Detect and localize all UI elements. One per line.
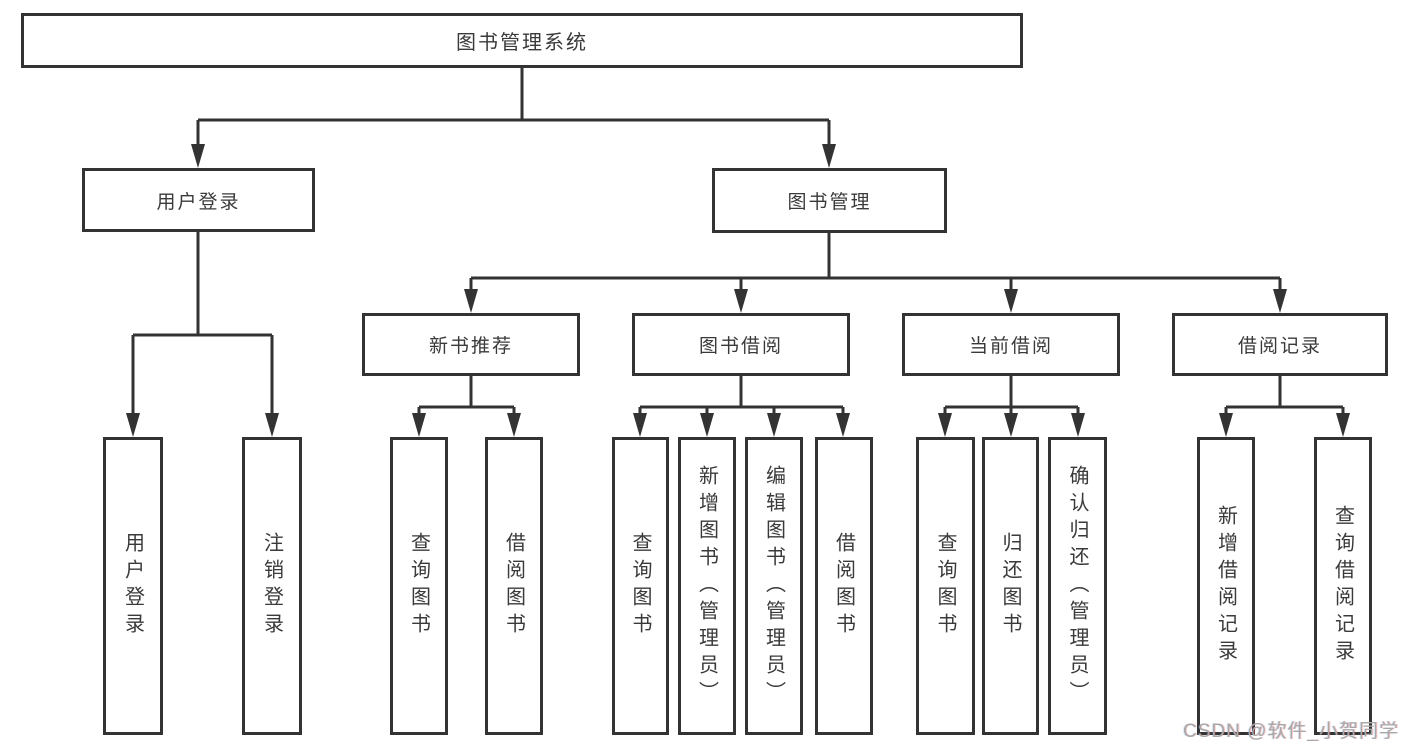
leaf-add-books-admin: 新增图书（管理员）	[678, 437, 736, 735]
leaf-query-books-current: 查询图书	[916, 437, 975, 735]
leaf-user-login: 用户登录	[103, 437, 163, 735]
leaf-borrow-books-recommend: 借阅图书	[485, 437, 543, 735]
arrowheads	[126, 144, 1350, 437]
leaf-borrow-books: 借阅图书	[815, 437, 873, 735]
leaf-return-books: 归还图书	[982, 437, 1039, 735]
leaf-confirm-return-admin: 确认归还（管理员）	[1048, 437, 1107, 735]
leaf-logout: 注销登录	[242, 437, 302, 735]
csdn-watermark: CSDN @软件_小贺同学	[1183, 721, 1399, 742]
node-book-management: 图书管理	[712, 168, 947, 233]
node-current-borrowing: 当前借阅	[902, 313, 1120, 376]
leaf-query-books-recommend: 查询图书	[390, 437, 448, 735]
node-book-borrowing: 图书借阅	[632, 313, 850, 376]
node-user-login: 用户登录	[82, 168, 315, 232]
leaf-edit-books-admin: 编辑图书（管理员）	[745, 437, 803, 735]
node-root-library-management-system: 图书管理系统	[21, 13, 1023, 68]
leaf-query-borrow-record: 查询借阅记录	[1314, 437, 1372, 735]
node-new-book-recommendation: 新书推荐	[362, 313, 580, 376]
leaf-add-borrow-record: 新增借阅记录	[1197, 437, 1255, 735]
node-borrowing-records: 借阅记录	[1172, 313, 1388, 376]
leaf-query-books-borrow: 查询图书	[612, 437, 669, 735]
